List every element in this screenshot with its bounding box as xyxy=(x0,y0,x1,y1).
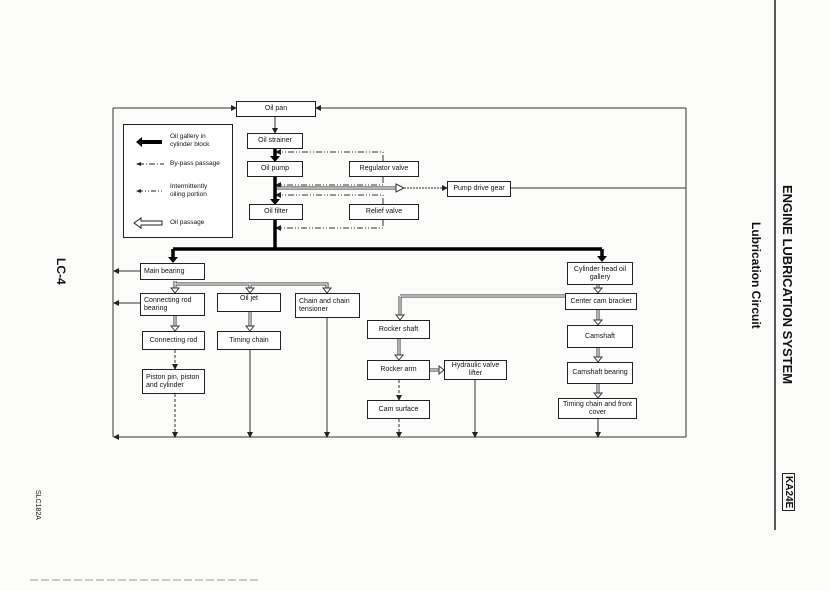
section-title: ENGINE LUBRICATION SYSTEM xyxy=(780,185,795,385)
legend-oil-gallery: Oil gallery in cylinder block xyxy=(170,133,210,148)
model-badge: KA24E xyxy=(782,473,795,512)
node-pump-drive-gear: Pump drive gear xyxy=(447,181,511,197)
node-connecting-rod-bearing: Connecting rod bearing xyxy=(140,293,205,316)
node-piston: Piston pin, piston and cylinder xyxy=(142,369,205,394)
legend-icons xyxy=(133,137,164,229)
legend-bypass: By-pass passage xyxy=(170,160,220,167)
node-connecting-rod: Connecting rod xyxy=(142,331,205,350)
node-cylinder-head-gallery: Cylinder head oil gallery xyxy=(567,262,633,285)
node-camshaft-bearing: Camshaft bearing xyxy=(567,362,633,384)
page-subtitle: Lubrication Circuit xyxy=(749,222,763,329)
node-rocker-shaft: Rocker shaft xyxy=(367,320,430,339)
node-camshaft: Camshaft xyxy=(567,325,633,348)
page-number: LC-4 xyxy=(54,258,68,285)
node-rocker-arm: Rocker arm xyxy=(367,360,430,380)
figure-code: SLC182A xyxy=(34,490,41,520)
thick-arrow-icon xyxy=(136,137,162,147)
node-cam-surface: Cam surface xyxy=(367,400,430,419)
legend-oil-passage: Oil passage xyxy=(170,219,205,226)
node-oil-pump: Oil pump xyxy=(247,161,303,177)
node-relief-valve: Relief valve xyxy=(349,204,419,220)
node-regulator-valve: Regulator valve xyxy=(349,161,419,177)
node-oil-filter: Oil filter xyxy=(249,204,303,220)
node-timing-chain: Timing chain xyxy=(217,331,281,350)
node-hydraulic-valve-lifter: Hydraulic valve lifter xyxy=(444,360,507,380)
node-chain-tensioner: Chain and chain tensioner xyxy=(295,293,360,318)
node-timing-chain-front-cover: Timing chain and front cover xyxy=(558,398,637,419)
node-main-bearing: Main bearing xyxy=(140,263,205,280)
node-center-cam-bracket: Center cam bracket xyxy=(565,293,637,310)
node-oil-strainer: Oil strainer xyxy=(247,133,303,149)
hollow-arrow-icon xyxy=(133,217,163,229)
node-oil-jet: Oil jet xyxy=(217,293,281,312)
legend: Oil gallery in cylinder block By-pass pa… xyxy=(123,124,233,238)
node-oil-pan: Oil pan xyxy=(236,101,316,117)
legend-intermittent: Intermittently oiling portion xyxy=(170,183,208,198)
